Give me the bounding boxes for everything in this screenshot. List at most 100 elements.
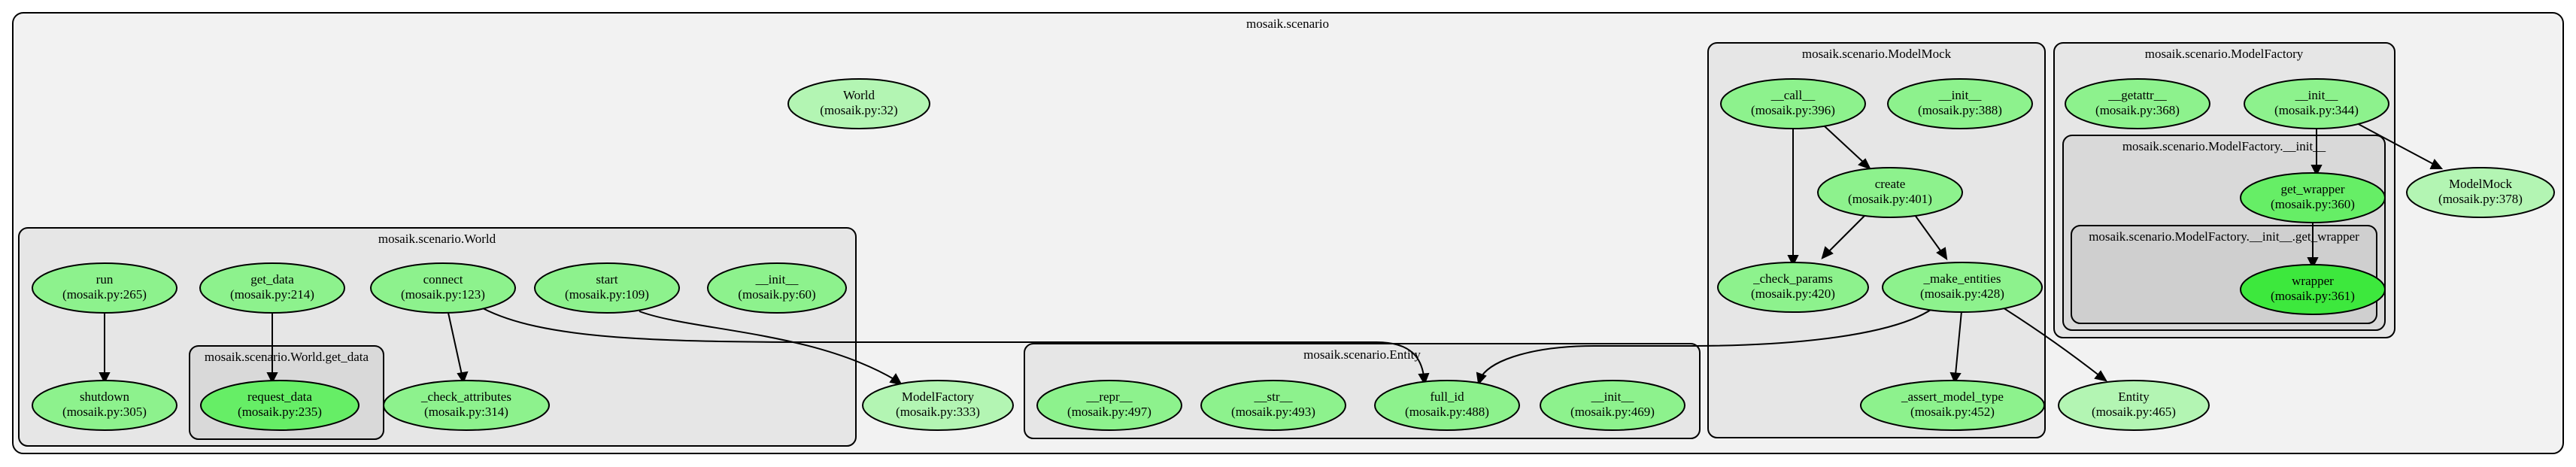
node-name: __init__ — [1938, 88, 1982, 102]
node-shape — [1887, 78, 2033, 129]
node-mf-init: __init__ (mosaik.py:344) — [2244, 78, 2389, 129]
node-location: (mosaik.py:469) — [1570, 405, 1655, 419]
edge-make-entities-to-assert-model-type — [1949, 311, 1962, 384]
node-location: (mosaik.py:123) — [401, 287, 485, 302]
node-shape — [199, 262, 345, 314]
node-location: (mosaik.py:497) — [1067, 405, 1151, 419]
cluster-box — [1024, 343, 1701, 439]
node-name: request_data — [247, 390, 312, 404]
node-name: __repr__ — [1085, 390, 1133, 404]
node-name: Entity — [2118, 390, 2150, 404]
node-name: get_wrapper — [2281, 182, 2345, 196]
node-location: (mosaik.py:235) — [238, 405, 322, 419]
node-model-mock: ModelMock (mosaik.py:378) — [2406, 167, 2555, 218]
node-w-start: start (mosaik.py:109) — [534, 262, 680, 314]
node-shape — [2244, 78, 2389, 129]
edge-connect-to-check-attributes — [448, 312, 469, 384]
edge-create-to-check-params — [1821, 214, 1866, 259]
node-mf-getattr: __getattr__ (mosaik.py:368) — [2065, 78, 2210, 129]
node-location: (mosaik.py:360) — [2271, 197, 2355, 211]
edge-get-data-to-request-data — [266, 313, 278, 384]
node-name: full_id — [1430, 390, 1464, 404]
node-shape — [1540, 380, 1685, 431]
node-location: (mosaik.py:488) — [1405, 405, 1489, 419]
node-shape — [1860, 380, 2045, 431]
node-mm-check-params: _check_params (mosaik.py:420) — [1717, 262, 1869, 313]
node-location: (mosaik.py:361) — [2271, 289, 2355, 303]
node-w-connect: connect (mosaik.py:123) — [370, 262, 516, 314]
node-mf-wrapper: wrapper (mosaik.py:361) — [2240, 264, 2386, 315]
node-location: (mosaik.py:378) — [2438, 192, 2523, 206]
cluster-entity: mosaik.scenario.Entity — [1024, 343, 1701, 439]
edge-call-to-create — [1824, 126, 1872, 170]
node-world: World (mosaik.py:32) — [787, 78, 930, 129]
node-location: (mosaik.py:32) — [820, 103, 897, 117]
edge-get-wrapper-to-wrapper — [2307, 222, 2319, 269]
node-name: shutdown — [80, 390, 130, 404]
node-name: run — [96, 272, 114, 287]
node-shape — [2240, 172, 2386, 223]
node-name: World — [843, 88, 875, 102]
node-entity: Entity (mosaik.py:465) — [2058, 380, 2210, 431]
node-w-shutdown: shutdown (mosaik.py:305) — [32, 380, 177, 431]
node-shape — [370, 262, 516, 314]
node-shape — [1817, 167, 1963, 218]
node-location: (mosaik.py:428) — [1920, 287, 2004, 301]
node-location: (mosaik.py:465) — [2092, 405, 2176, 419]
node-location: (mosaik.py:368) — [2095, 103, 2180, 117]
node-model-factory: ModelFactory (mosaik.py:333) — [862, 380, 1014, 431]
node-shape — [707, 262, 847, 314]
node-shape — [2406, 167, 2555, 218]
node-shape — [1717, 262, 1869, 313]
node-name: __getattr__ — [2107, 88, 2167, 102]
node-location: (mosaik.py:265) — [62, 287, 147, 302]
node-e-repr: __repr__ (mosaik.py:497) — [1036, 380, 1182, 431]
node-shape — [1036, 380, 1182, 431]
node-location: (mosaik.py:214) — [230, 287, 314, 302]
node-shape — [2065, 78, 2210, 129]
node-location: (mosaik.py:420) — [1751, 287, 1835, 301]
node-w-get-data: get_data (mosaik.py:214) — [199, 262, 345, 314]
node-shape — [383, 380, 550, 431]
node-shape — [1720, 78, 1866, 129]
node-mm-init: __init__ (mosaik.py:388) — [1887, 78, 2033, 129]
node-name: connect — [423, 272, 463, 287]
node-shape — [534, 262, 680, 314]
cluster-label: mosaik.scenario.ModelFactory.__init__.ge… — [2089, 229, 2359, 244]
node-shape — [2058, 380, 2210, 431]
node-shape — [1374, 380, 1520, 431]
node-location: (mosaik.py:396) — [1751, 103, 1835, 117]
node-shape — [1882, 262, 2043, 313]
edge-mf-init-to-model-mock — [2353, 121, 2444, 169]
node-name: ModelFactory — [902, 390, 975, 404]
edge-start-to-model-factory — [639, 311, 903, 386]
node-e-str: __str__ (mosaik.py:493) — [1200, 380, 1346, 431]
node-shape — [862, 380, 1014, 431]
node-name: __call__ — [1770, 88, 1816, 102]
node-shape — [32, 380, 177, 431]
cluster-label: mosaik.scenario.Entity — [1303, 347, 1421, 362]
node-name: __init__ — [2295, 88, 2338, 102]
edge-connect-to-full-id — [482, 308, 1430, 386]
node-name: _check_params — [1752, 271, 1833, 286]
node-name: wrapper — [2292, 274, 2334, 288]
node-location: (mosaik.py:388) — [1918, 103, 2002, 117]
node-location: (mosaik.py:60) — [738, 287, 815, 302]
node-shape — [1200, 380, 1346, 431]
node-e-full-id: full_id (mosaik.py:488) — [1374, 380, 1520, 431]
edge-mf-init-to-get-wrapper — [2311, 128, 2323, 177]
cluster-label: mosaik.scenario.ModelFactory.__init__ — [2122, 139, 2326, 153]
node-mm-assert-model-type: _assert_model_type (mosaik.py:452) — [1860, 380, 2045, 431]
node-mm-call: __call__ (mosaik.py:396) — [1720, 78, 1866, 129]
node-e-init: __init__ (mosaik.py:469) — [1540, 380, 1685, 431]
node-name: __init__ — [1591, 390, 1634, 404]
node-name: get_data — [250, 272, 294, 287]
cluster-label: mosaik.scenario.World — [378, 232, 496, 246]
node-location: (mosaik.py:109) — [565, 287, 649, 302]
node-shape — [2240, 264, 2386, 315]
edge-make-entities-to-entity — [1996, 303, 2108, 382]
node-name: _make_entities — [1923, 271, 2001, 286]
node-w-run: run (mosaik.py:265) — [32, 262, 177, 314]
node-name: _assert_model_type — [1901, 390, 2004, 404]
